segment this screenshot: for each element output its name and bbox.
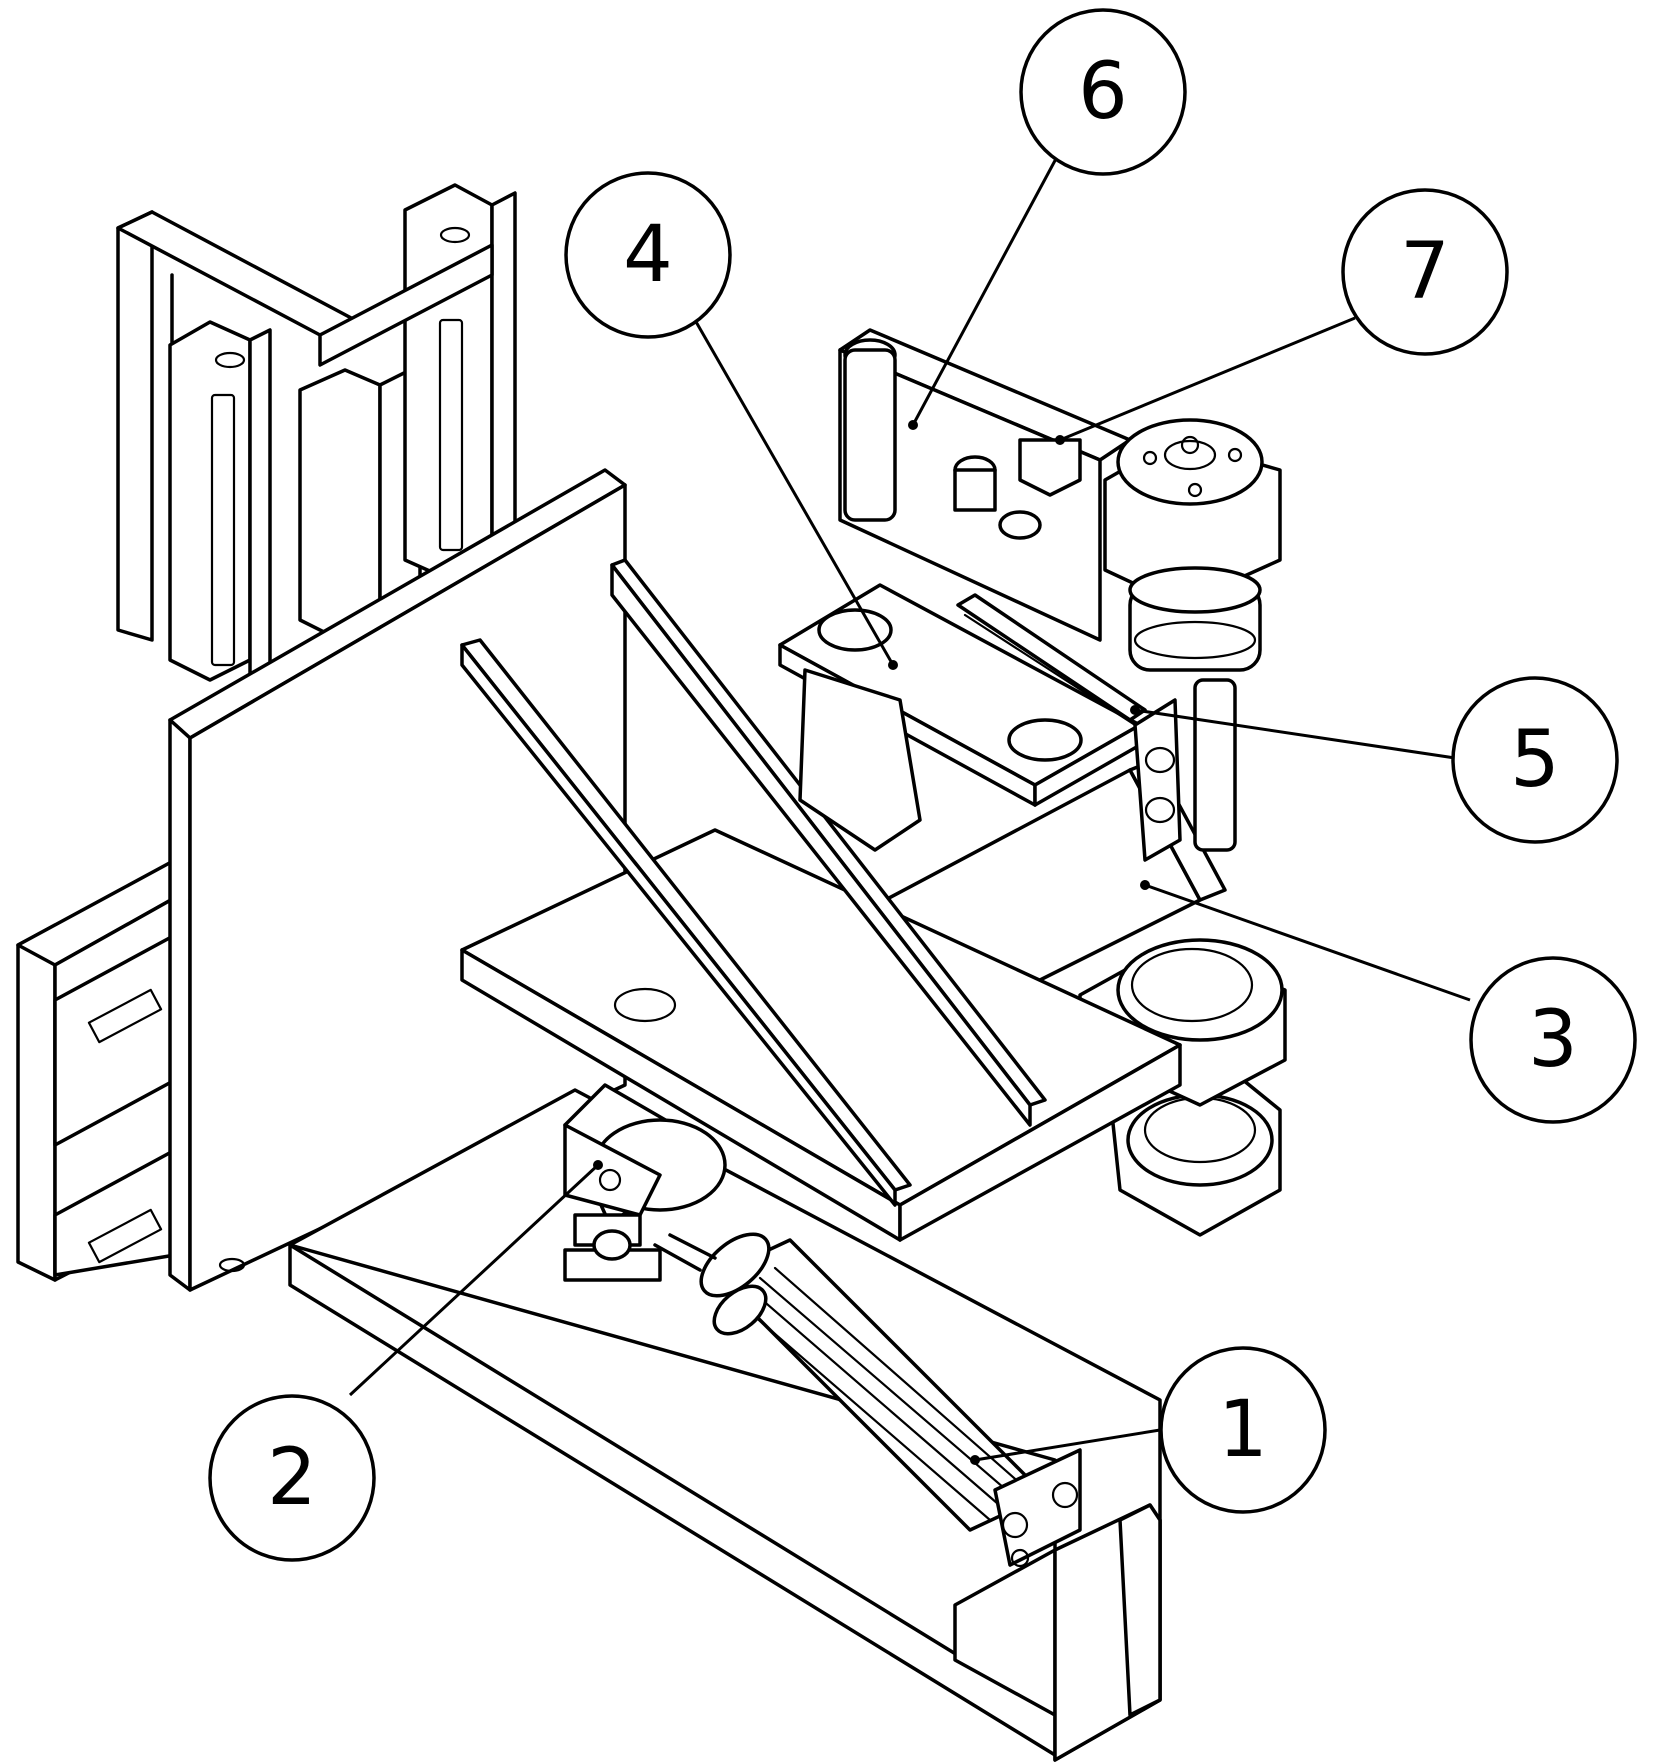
callout-6-circle <box>1019 8 1187 176</box>
leader-4 <box>693 319 895 666</box>
callout-3-circle <box>1469 956 1637 1124</box>
callout-1: 1 <box>1159 1346 1327 1514</box>
callout-2-number: 2 <box>267 1433 317 1523</box>
callout-3: 3 <box>1469 956 1637 1124</box>
callout-5-circle <box>1451 676 1619 844</box>
callout-1-number: 1 <box>1218 1385 1268 1475</box>
callout-7: 7 <box>1341 188 1509 356</box>
inclined-gusset-plate <box>460 558 1182 1242</box>
leader-3 <box>1144 883 1471 1002</box>
callout-2: 2 <box>208 1394 376 1562</box>
pneumatic-cylinder <box>653 1232 1082 1568</box>
leader-2 <box>348 1163 600 1397</box>
callout-6-number: 6 <box>1078 47 1128 137</box>
callout-5-number: 5 <box>1510 715 1560 805</box>
base-plate <box>288 1088 1162 1762</box>
callout-1-circle <box>1159 1346 1327 1514</box>
linear-guide <box>956 593 1237 862</box>
callout-4-number: 4 <box>623 210 673 300</box>
drive-motor <box>1103 418 1282 672</box>
callout-7-circle <box>1341 188 1509 356</box>
callout-7-number: 7 <box>1400 227 1450 317</box>
leader-7 <box>1059 316 1356 442</box>
callout-5: 5 <box>1451 676 1619 844</box>
callout-3-number: 3 <box>1528 995 1578 1085</box>
leader-1 <box>974 1428 1161 1462</box>
callout-6: 6 <box>1019 8 1187 176</box>
leader-lines <box>348 154 1471 1465</box>
callout-2-circle <box>208 1394 376 1562</box>
top-plate <box>778 583 1142 852</box>
callout-4-circle <box>564 171 732 339</box>
left-guide-rail <box>16 858 212 1282</box>
leader-6 <box>911 154 1060 426</box>
leader-5 <box>1134 708 1456 760</box>
callout-4: 4 <box>564 171 732 339</box>
vertical-column-frame <box>116 183 517 682</box>
